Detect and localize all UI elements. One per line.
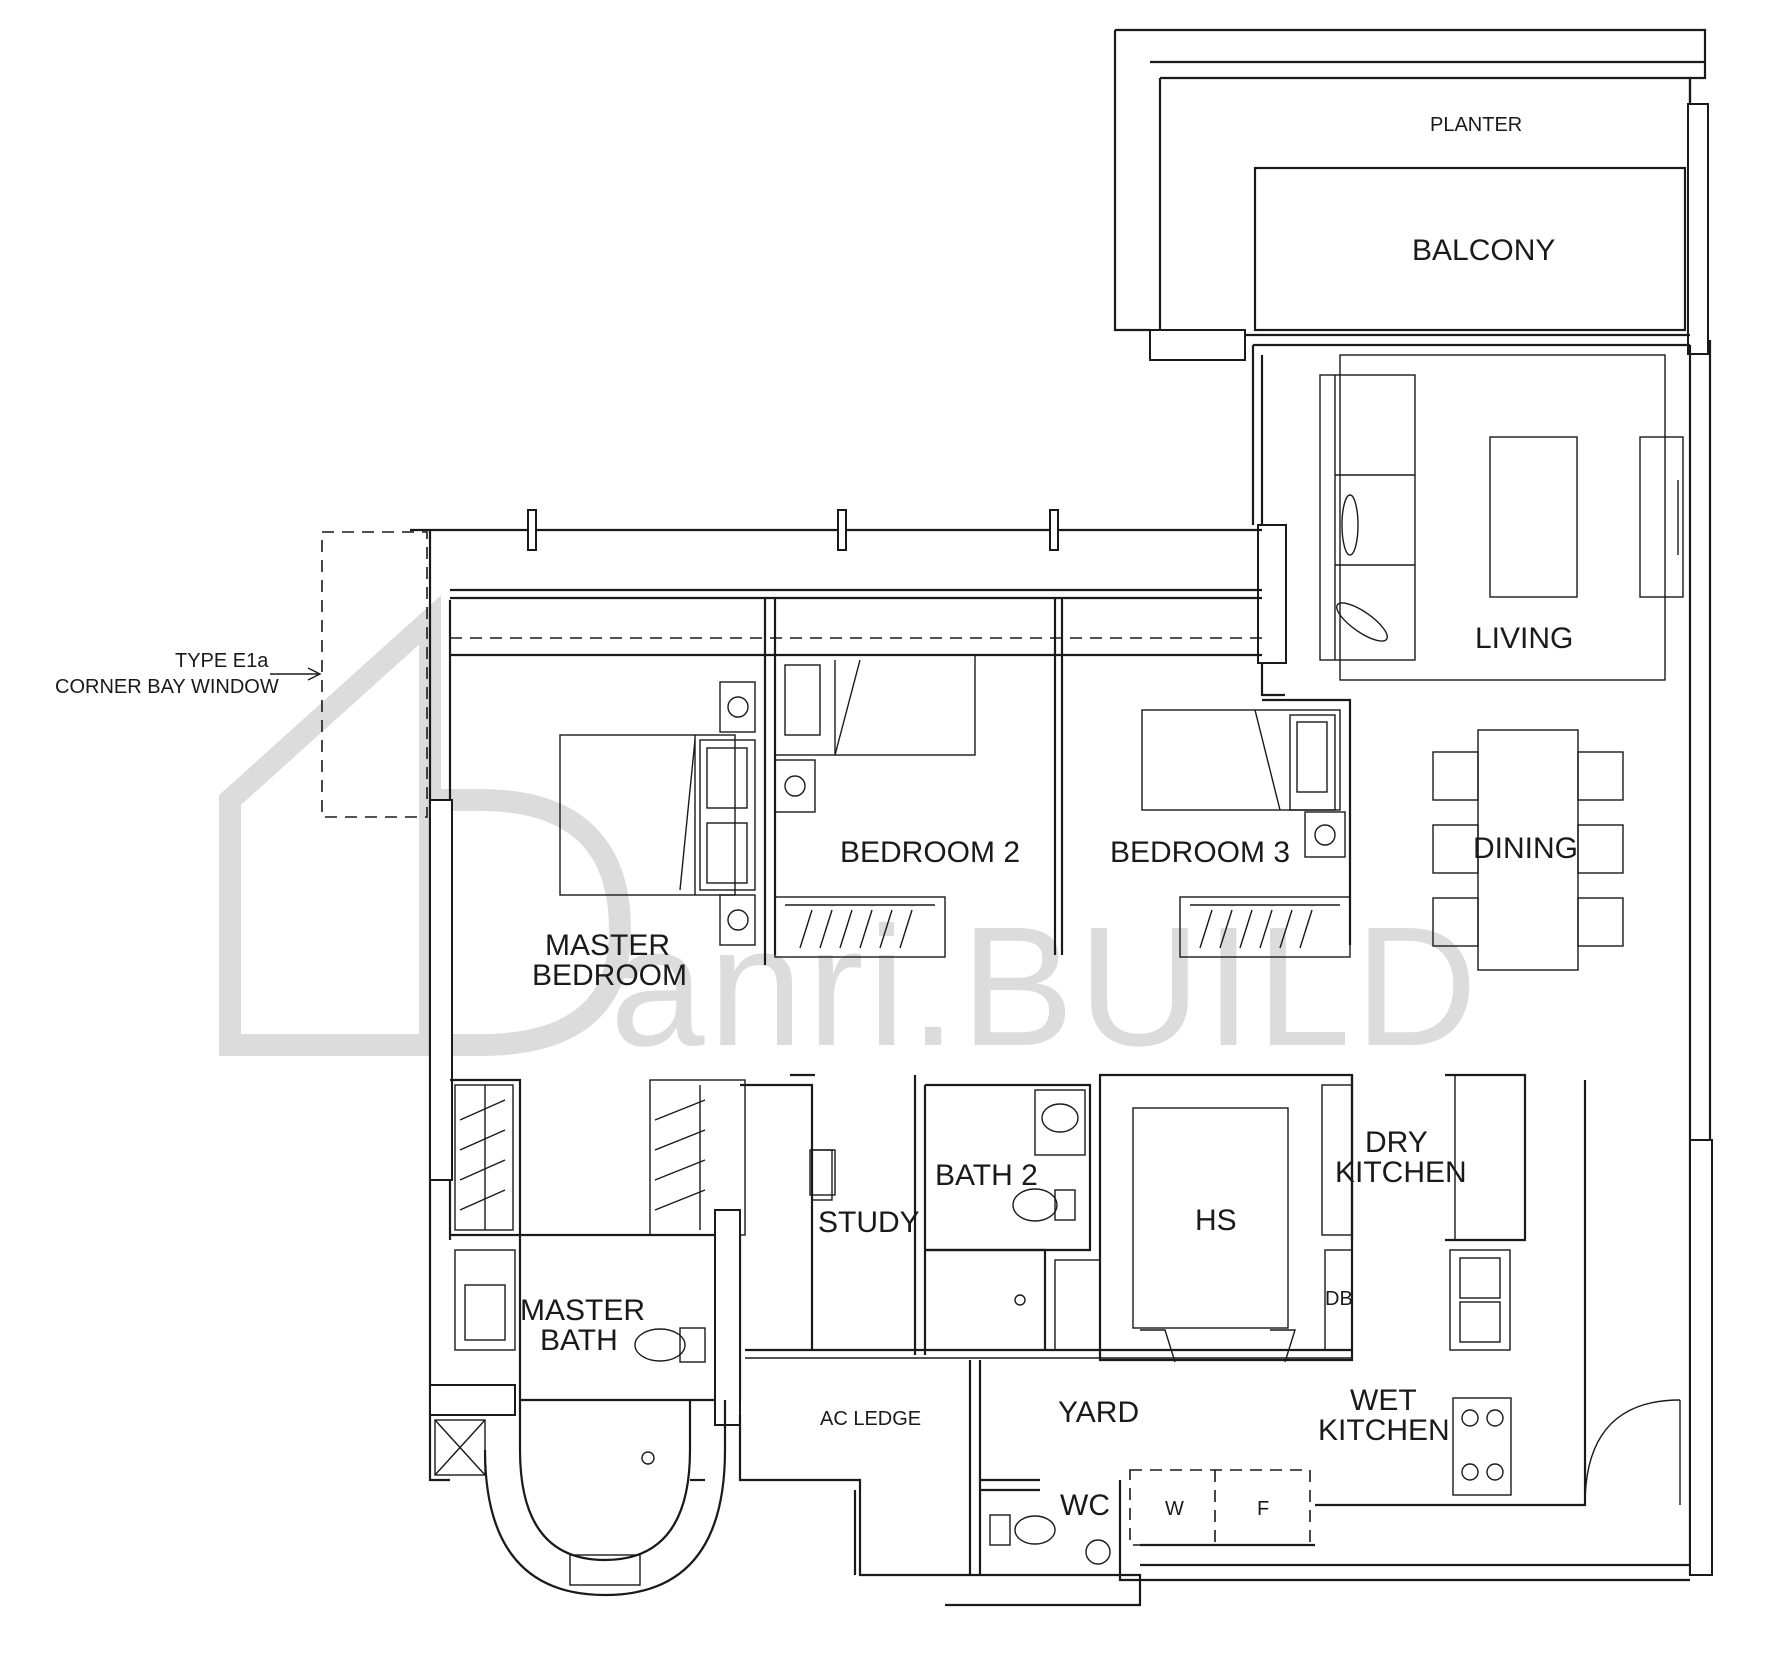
dining-set <box>1432 729 1624 971</box>
label-balcony: BALCONY <box>1412 234 1555 267</box>
label-db: DB <box>1325 1288 1353 1310</box>
label-study: STUDY <box>818 1206 920 1239</box>
bedroom3-furniture <box>1141 709 1351 958</box>
annotation-line1: TYPE E1a <box>175 650 269 672</box>
room-labels: PLANTER BALCONY LIVING DINING BEDROOM 2 … <box>520 114 1578 1522</box>
right-wall <box>1688 340 1713 1576</box>
label-yard: YARD <box>1058 1396 1139 1429</box>
living-area <box>1245 333 1690 697</box>
label-washer: W <box>1165 1498 1184 1520</box>
label-wc: WC <box>1060 1489 1110 1522</box>
label-fridge: F <box>1257 1498 1269 1520</box>
master-bedroom-furniture <box>559 681 756 946</box>
label-living: LIVING <box>1475 622 1573 655</box>
label-dining: DINING <box>1473 832 1578 865</box>
label-dry-kitchen-2: KITCHEN <box>1335 1156 1467 1189</box>
bedroom2-furniture <box>774 654 976 958</box>
bay-window-annotation: TYPE E1a CORNER BAY WINDOW <box>55 650 279 698</box>
master-bath <box>429 1209 742 1597</box>
label-bedroom3: BEDROOM 3 <box>1110 836 1290 869</box>
label-wet-kitchen-1: WET <box>1350 1384 1417 1417</box>
label-master-bath-1: MASTER <box>520 1294 645 1327</box>
bedroom-walls <box>428 590 1352 1482</box>
label-ac-ledge: AC LEDGE <box>820 1408 921 1430</box>
label-bath2: BATH 2 <box>935 1159 1038 1192</box>
label-master-bath-2: BATH <box>540 1324 618 1357</box>
label-planter: PLANTER <box>1430 114 1522 136</box>
label-dry-kitchen-1: DRY <box>1365 1126 1428 1159</box>
label-master-bedroom-2: BEDROOM <box>532 959 687 992</box>
lower-rooms <box>690 1073 1690 1607</box>
label-hs: HS <box>1195 1204 1237 1237</box>
annotation-line2: CORNER BAY WINDOW <box>55 676 279 698</box>
balcony-block <box>1113 28 1709 361</box>
label-wet-kitchen-2: KITCHEN <box>1318 1414 1450 1447</box>
service-zone <box>450 1073 1354 1363</box>
label-bedroom2: BEDROOM 2 <box>840 836 1020 869</box>
label-master-bedroom-1: MASTER <box>545 929 670 962</box>
